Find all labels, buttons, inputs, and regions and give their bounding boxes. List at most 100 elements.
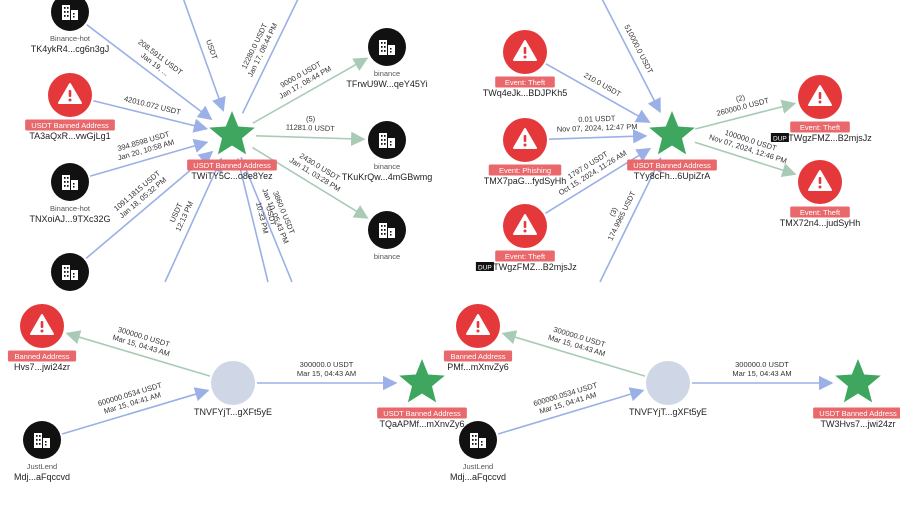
edge-line[interactable] bbox=[252, 57, 369, 124]
edge-amount-text: (2) bbox=[735, 93, 747, 104]
edge-label: (2)260000.0 USDT bbox=[715, 93, 770, 118]
edge-line[interactable] bbox=[255, 131, 366, 147]
status-badge bbox=[813, 407, 900, 419]
circle-node[interactable]: TNVFYjT...gXFt5yE bbox=[629, 361, 707, 417]
node-sublabel: Binance-hot bbox=[50, 204, 91, 213]
circle-node[interactable]: TNVFYjT...gXFt5yE bbox=[194, 361, 272, 417]
edge-line[interactable] bbox=[65, 330, 211, 377]
edge-line[interactable] bbox=[599, 157, 662, 283]
node-sublabel: binance bbox=[374, 252, 400, 261]
star-icon[interactable] bbox=[399, 359, 445, 403]
status-badge bbox=[627, 159, 717, 171]
node-sublabel: binance bbox=[374, 162, 400, 171]
edge-line[interactable] bbox=[600, 0, 661, 114]
status-badge-text: Event: Theft bbox=[800, 123, 841, 132]
edge-line[interactable] bbox=[544, 147, 652, 215]
edge-line[interactable] bbox=[182, 0, 226, 112]
edge-line[interactable] bbox=[93, 99, 209, 133]
node-address: TWiTY5C...o8e8Yez bbox=[191, 171, 273, 181]
edge-line[interactable] bbox=[252, 146, 369, 219]
status-badge bbox=[187, 159, 277, 171]
status-badge-text: USDT Banned Address bbox=[193, 161, 271, 170]
edge-line[interactable] bbox=[695, 99, 797, 130]
status-badge-text: Banned Address bbox=[14, 352, 69, 361]
edge-amount-text: Mar 15, 04:43 AM bbox=[732, 369, 791, 378]
address-node-circle[interactable] bbox=[646, 361, 690, 405]
star-icon[interactable] bbox=[649, 111, 695, 155]
edge-label: (3)174.9965 USDT bbox=[606, 189, 638, 242]
edge-line[interactable] bbox=[548, 129, 648, 144]
edge-line[interactable] bbox=[240, 156, 293, 283]
edge-amount-text: (5) bbox=[306, 114, 316, 123]
edge-line[interactable] bbox=[61, 387, 210, 435]
edge[interactable]: 510000.0 USDT bbox=[600, 0, 661, 114]
edge[interactable]: USDT bbox=[182, 0, 226, 112]
edge[interactable]: (2)260000.0 USDT bbox=[695, 87, 797, 130]
edge-line[interactable] bbox=[164, 157, 223, 283]
building-icon bbox=[379, 133, 395, 148]
exchange-node[interactable] bbox=[51, 253, 89, 291]
edge-line[interactable] bbox=[236, 158, 269, 283]
edge-line[interactable] bbox=[89, 138, 209, 177]
node-address: TA3aQxR...vwGjLg1 bbox=[29, 131, 110, 141]
building-icon bbox=[379, 223, 395, 238]
star-icon[interactable] bbox=[209, 111, 255, 155]
building-icon bbox=[34, 433, 50, 448]
edge-amount-text: Nov 07, 2024, 12:47 PM bbox=[557, 122, 638, 134]
edge[interactable]: (5)11281.0 USDT bbox=[255, 114, 366, 147]
status-badge-text: USDT Banned Address bbox=[31, 121, 109, 130]
address-node-circle[interactable] bbox=[211, 361, 255, 405]
edge-line[interactable] bbox=[694, 141, 797, 178]
node-address: TK4ykR4...cg6n3gJ bbox=[31, 44, 110, 54]
status-badge-text: Event: Theft bbox=[505, 252, 546, 261]
edge-line[interactable] bbox=[501, 330, 646, 377]
node-address: Mdj...aFqccvd bbox=[14, 472, 70, 482]
edge-line[interactable] bbox=[545, 63, 651, 123]
warning-icon bbox=[58, 83, 82, 104]
edge-amount-text: 300000.0 USDT bbox=[735, 360, 789, 369]
edge-label: USDT bbox=[204, 38, 219, 61]
node-address: Hvs7...jwi24zr bbox=[14, 362, 70, 372]
edge-line[interactable] bbox=[86, 24, 213, 121]
edge-line[interactable] bbox=[241, 0, 300, 114]
exchange-node[interactable]: binance bbox=[368, 211, 406, 261]
star-icon[interactable] bbox=[835, 359, 881, 403]
edge-line[interactable] bbox=[497, 387, 645, 435]
edge-amount-text: 300000.0 USDT bbox=[300, 360, 354, 369]
warning-icon bbox=[30, 314, 54, 335]
node-address: TNVFYjT...gXFt5yE bbox=[194, 407, 272, 417]
status-badge bbox=[790, 121, 850, 133]
